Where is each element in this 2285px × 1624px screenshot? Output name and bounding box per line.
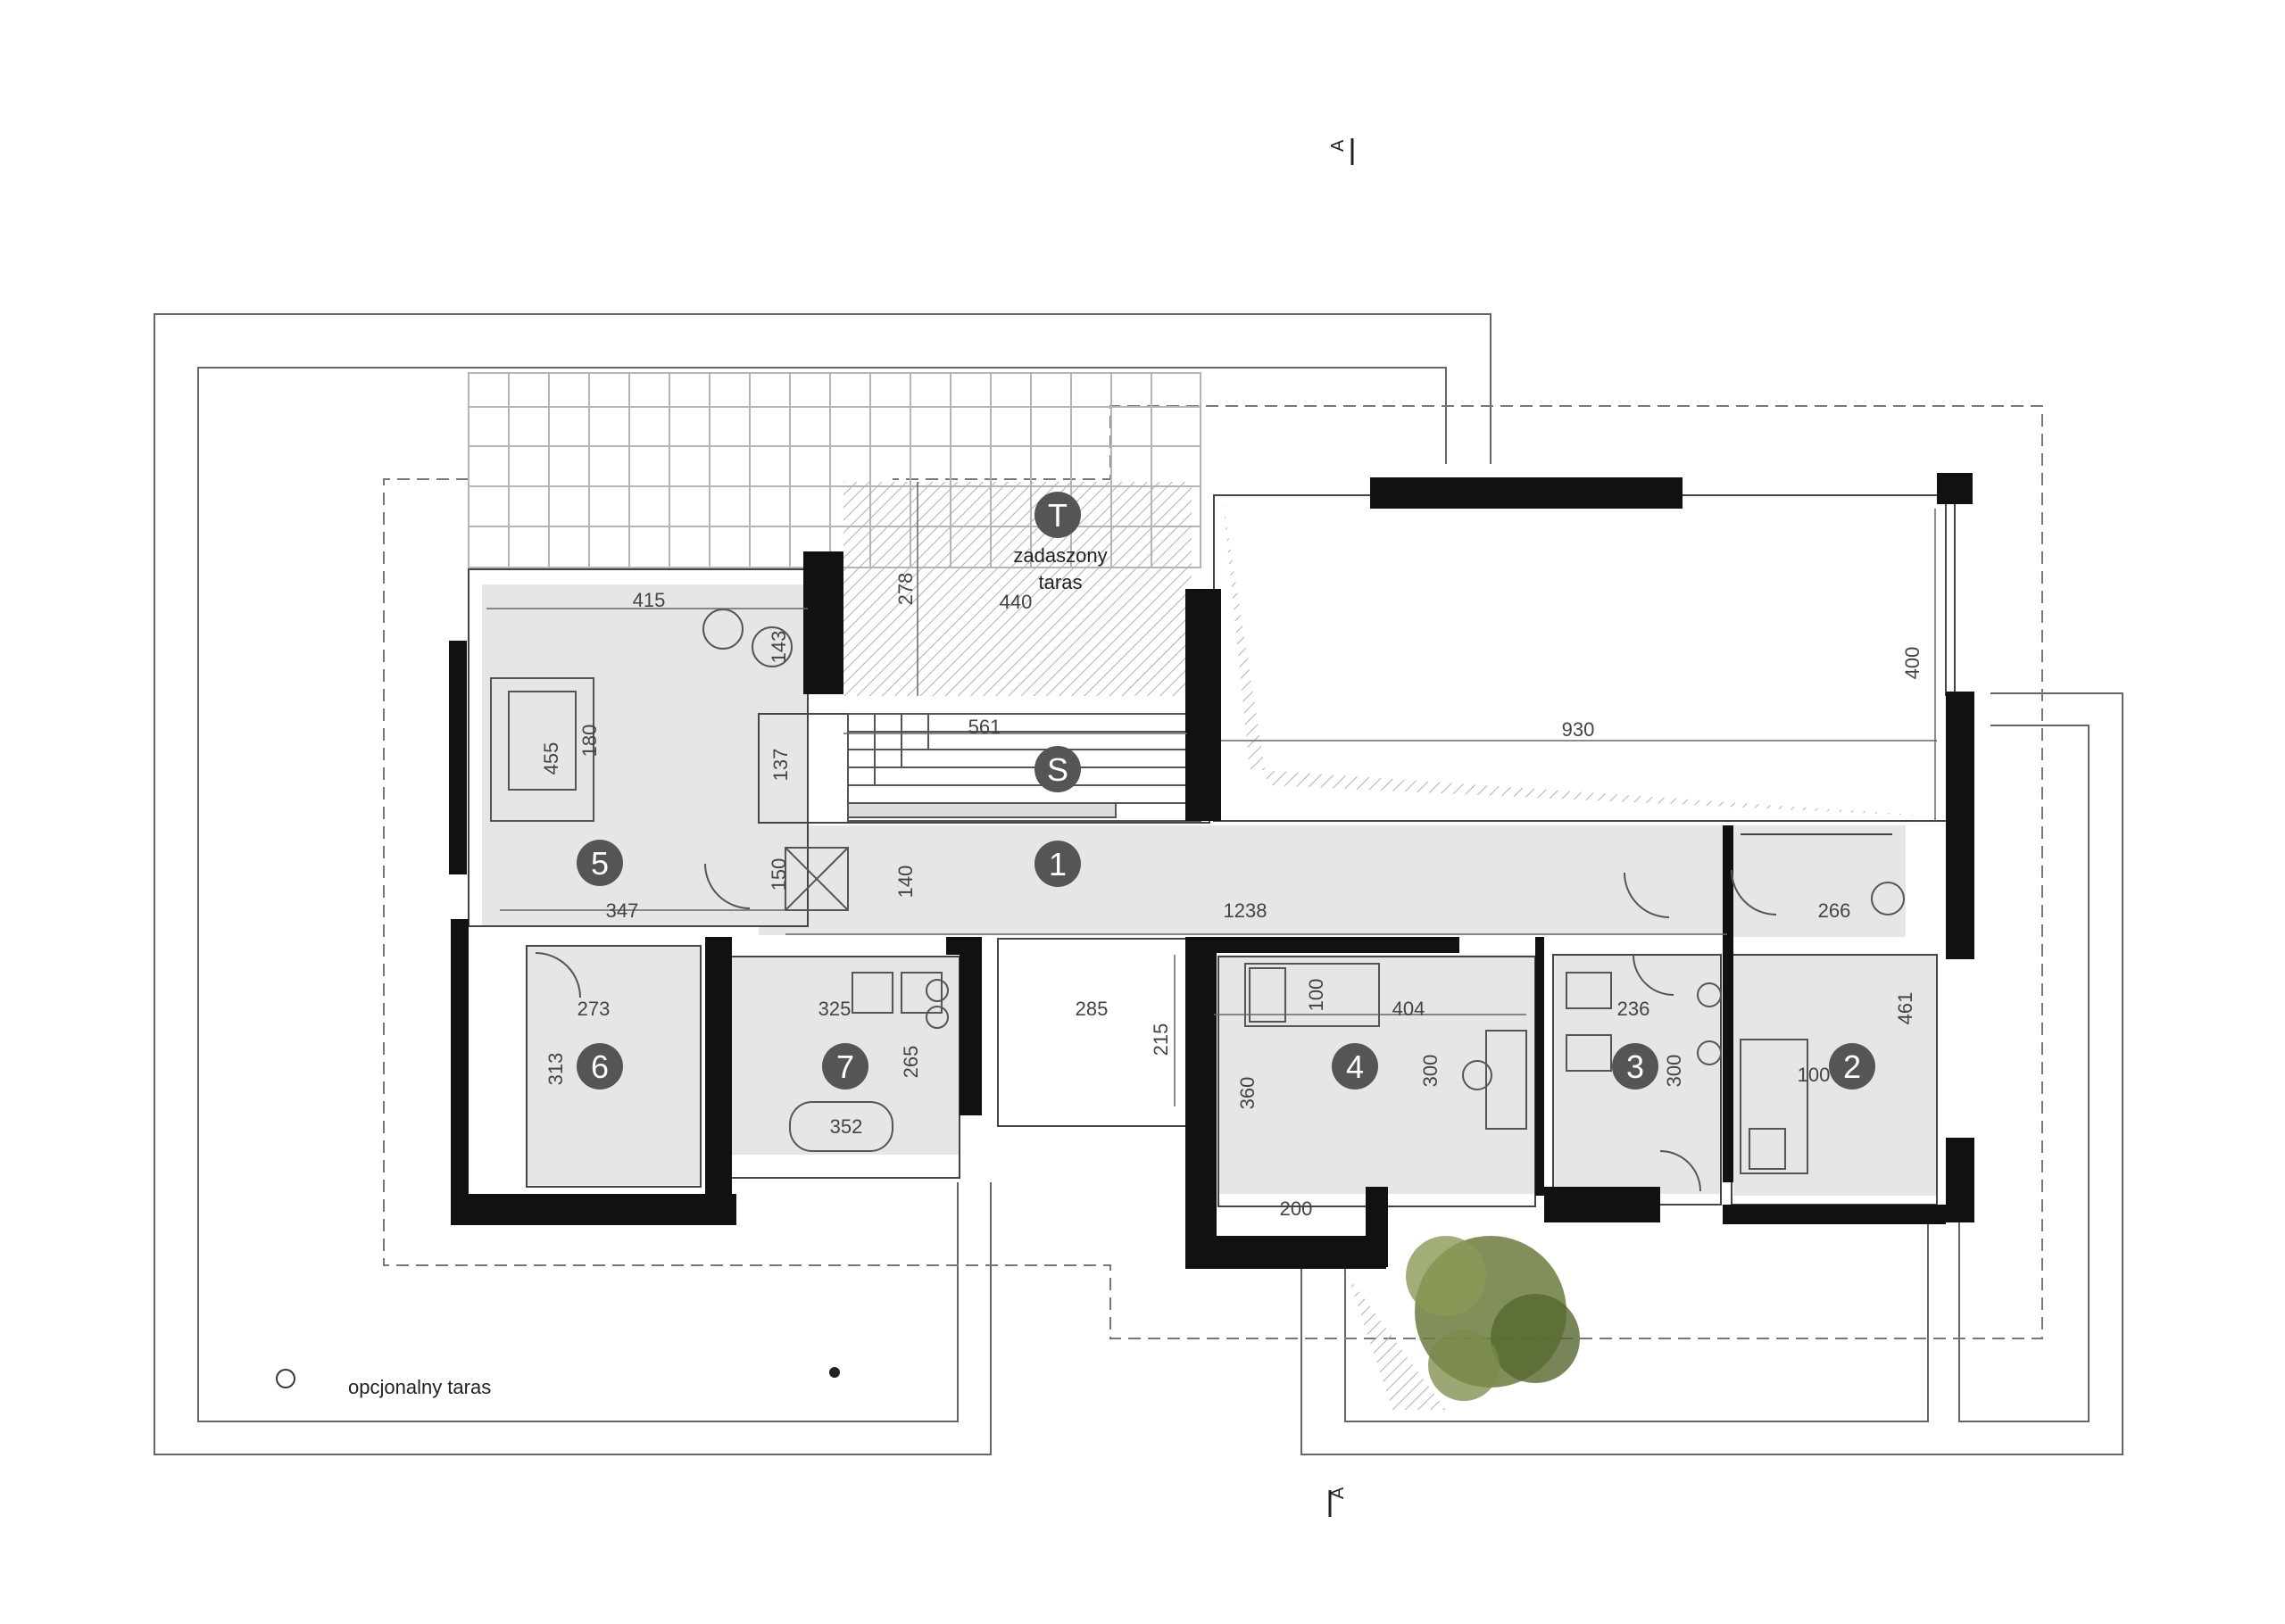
dim-273: 273 [577,998,611,1020]
dim-561: 561 [968,716,1001,738]
dim-325: 325 [818,998,852,1020]
dim-150: 150 [768,858,790,891]
dim-266: 266 [1818,899,1851,922]
dim-278: 278 [894,573,917,606]
terrace-marker-circle [276,1369,295,1388]
room-badges [577,492,1875,1090]
dimension-lines [486,482,1937,1106]
dim-285: 285 [1076,998,1109,1020]
dim-180: 180 [578,725,601,758]
section-mark-bottom: A [1328,1487,1348,1499]
room-badge-2: 2 [1843,1048,1861,1085]
dim-215: 215 [1150,1023,1172,1056]
dim-360: 360 [1236,1077,1259,1110]
terrace-drain-icon [829,1367,840,1378]
dim-347: 347 [606,899,639,922]
terrace-covered-label-2: taras [1039,571,1083,593]
room-badge-S: S [1047,751,1068,788]
dim-352: 352 [830,1115,863,1138]
hatched-areas [843,482,1937,1410]
room-badge-6: 6 [591,1048,609,1085]
dim-143: 143 [768,631,790,664]
walls [449,473,1974,1269]
dim-400: 400 [1901,647,1924,680]
dim-100-bed2: 100 [1798,1064,1831,1086]
dim-455: 455 [540,742,562,775]
dim-930: 930 [1562,718,1595,741]
dim-265: 265 [900,1046,922,1079]
dim-404: 404 [1392,998,1425,1020]
dim-440: 440 [1000,591,1033,613]
section-mark-top: A [1328,139,1348,152]
room-badge-5: 5 [591,845,609,882]
dim-461: 461 [1894,992,1916,1025]
dim-236: 236 [1617,998,1650,1020]
dim-1238: 1238 [1224,899,1267,922]
dim-415: 415 [633,589,666,611]
room-badge-7: 7 [836,1048,854,1085]
dim-100-bed4: 100 [1305,979,1327,1012]
tree [1406,1236,1580,1401]
room-badge-3: 3 [1626,1048,1644,1085]
dim-137: 137 [769,749,792,782]
room-badge-T: T [1048,497,1068,534]
doors-fixtures [490,609,1905,1192]
terrace-optional-label: opcjonalny taras [348,1376,491,1398]
staircase [847,713,1201,822]
roof-outlines [154,313,2123,1455]
terrace-covered-label-1: zadaszony [1013,544,1107,567]
dim-200: 200 [1280,1197,1313,1220]
room-badge-4: 4 [1346,1048,1364,1085]
room-fills [482,584,1937,1196]
room-badge-1: 1 [1049,846,1067,882]
dim-300-room4: 300 [1419,1055,1442,1088]
dim-313: 313 [544,1053,567,1086]
dim-140: 140 [894,866,917,899]
dim-300-room3: 300 [1663,1055,1685,1088]
